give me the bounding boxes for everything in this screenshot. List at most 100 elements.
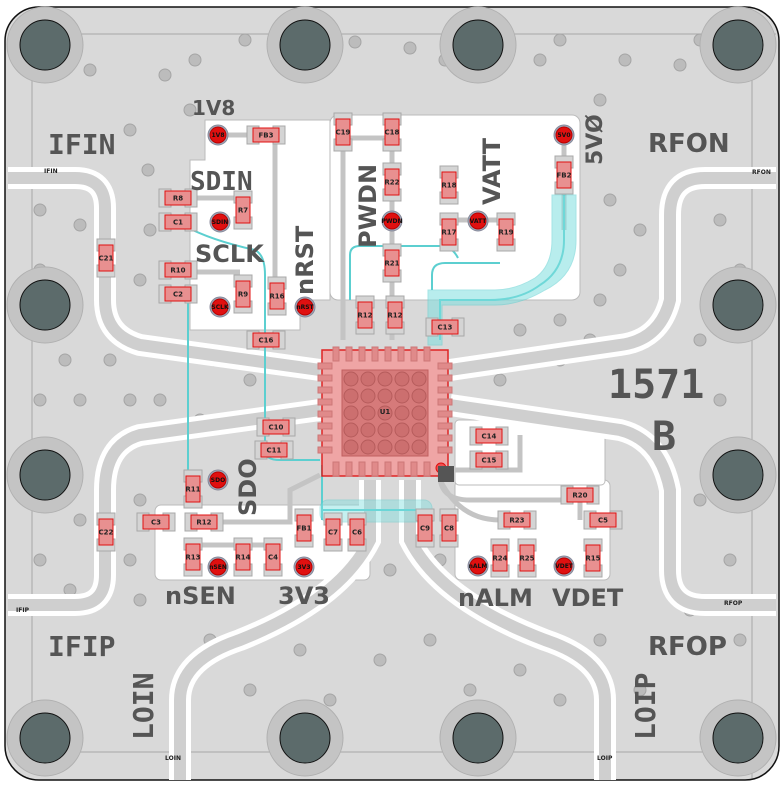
component-c3[interactable]: C3 [136, 512, 176, 532]
silk-vatt: VATT [478, 137, 506, 205]
component-refdes: C11 [267, 447, 282, 455]
component-refdes: R12 [357, 312, 372, 320]
test-point-nalm[interactable]: nALM [467, 555, 489, 577]
component-c21[interactable]: C21 [96, 238, 116, 278]
test-point-5v0[interactable]: 5V0 [553, 124, 575, 146]
ic-pin [384, 461, 392, 477]
via [673, 58, 687, 72]
component-r9[interactable]: R9 [233, 274, 253, 314]
test-point-pad [555, 126, 573, 144]
test-point-1v8[interactable]: 1V8 [207, 124, 229, 146]
component-r21[interactable]: R21 [382, 243, 402, 283]
component-body [164, 190, 192, 206]
component-refdes: FB3 [259, 132, 274, 140]
component-c11[interactable]: C11 [254, 440, 294, 460]
test-point-3v3[interactable]: 3V3 [293, 556, 315, 578]
test-point-vdet[interactable]: VDET [553, 555, 575, 577]
via [373, 653, 387, 667]
test-point-nsen[interactable]: nSEN [207, 556, 229, 578]
via [553, 313, 567, 327]
test-point-sdin[interactable]: SDIN [209, 211, 231, 233]
component-r15[interactable]: R15 [583, 538, 603, 578]
component-c16[interactable]: C16 [246, 330, 286, 350]
mounting-hole [19, 449, 71, 501]
ic-u1[interactable]: U1 [317, 346, 454, 482]
test-point-nrst[interactable]: nRST [294, 296, 316, 318]
component-c9[interactable]: C9 [415, 508, 435, 548]
test-point-sclk[interactable]: SCLK [209, 296, 231, 318]
component-r16[interactable]: R16 [267, 276, 287, 316]
test-point-pad [209, 558, 227, 576]
component-r25[interactable]: R25 [517, 538, 537, 578]
component-body [475, 428, 503, 444]
component-refdes: C1 [173, 219, 183, 227]
component-c5[interactable]: C5 [583, 510, 623, 530]
component-r12[interactable]: R12 [355, 295, 375, 335]
component-c10[interactable]: C10 [256, 417, 296, 437]
component-r18[interactable]: R18 [439, 165, 459, 205]
mounting-hole [279, 19, 331, 71]
component-r13[interactable]: R13 [183, 537, 203, 577]
component-r12[interactable]: R12 [385, 295, 405, 335]
via [513, 323, 527, 337]
component-r23[interactable]: R23 [497, 510, 537, 530]
component-r12[interactable]: R12 [184, 512, 224, 532]
component-body [585, 544, 601, 572]
component-r20[interactable]: R20 [560, 485, 600, 505]
component-c8[interactable]: C8 [439, 508, 459, 548]
component-body [349, 518, 365, 546]
test-point-label: 3V3 [298, 564, 311, 571]
component-c7[interactable]: C7 [323, 512, 343, 552]
component-c15[interactable]: C15 [469, 450, 509, 470]
test-point-pad [211, 298, 229, 316]
silk-loip: LOIP [629, 673, 662, 740]
test-point-sdo[interactable]: SDO [207, 469, 229, 491]
component-body [296, 514, 312, 542]
thermal-via [343, 388, 359, 404]
component-c6[interactable]: C6 [347, 512, 367, 552]
component-c13[interactable]: C13 [425, 317, 465, 337]
component-refdes: C16 [259, 337, 274, 345]
component-fb3[interactable]: FB3 [246, 125, 286, 145]
via [613, 263, 627, 277]
silk-ifin: IFIN [48, 128, 115, 161]
component-r22[interactable]: R22 [382, 162, 402, 202]
component-r7[interactable]: R7 [233, 190, 253, 230]
component-refdes: C7 [328, 529, 338, 537]
component-body [556, 161, 572, 189]
component-body [265, 543, 281, 571]
component-r17[interactable]: R17 [439, 212, 459, 252]
component-refdes: R10 [170, 267, 185, 275]
component-body [235, 280, 251, 308]
ic-pin [332, 461, 340, 477]
component-c22[interactable]: C22 [96, 512, 116, 552]
ic-pin [397, 346, 405, 362]
ic-pin [384, 346, 392, 362]
component-c4[interactable]: C4 [263, 537, 283, 577]
component-r19[interactable]: R19 [496, 212, 516, 252]
component-r10[interactable]: R10 [158, 260, 198, 280]
component-body [98, 518, 114, 546]
component-body [475, 452, 503, 468]
component-refdes: R9 [238, 291, 248, 299]
component-body [387, 301, 403, 329]
component-c18[interactable]: C18 [382, 112, 402, 152]
silk-nalm: nALM [458, 584, 533, 612]
component-c2[interactable]: C2 [158, 284, 198, 304]
component-c19[interactable]: C19 [333, 112, 353, 152]
via [603, 193, 617, 207]
component-r11[interactable]: R11 [183, 469, 203, 509]
component-r24[interactable]: R24 [490, 538, 510, 578]
component-r8[interactable]: R8 [158, 188, 198, 208]
test-point-vatt[interactable]: VATT [467, 210, 489, 232]
component-c14[interactable]: C14 [469, 426, 509, 446]
component-refdes: R13 [185, 554, 200, 562]
thermal-via [343, 405, 359, 421]
via [323, 693, 337, 707]
component-r14[interactable]: R14 [233, 537, 253, 577]
test-point-pwdn[interactable]: PWDN [381, 210, 403, 232]
component-c1[interactable]: C1 [158, 212, 198, 232]
component-fb1[interactable]: FB1 [294, 508, 314, 548]
component-fb2[interactable]: FB2 [554, 155, 574, 195]
